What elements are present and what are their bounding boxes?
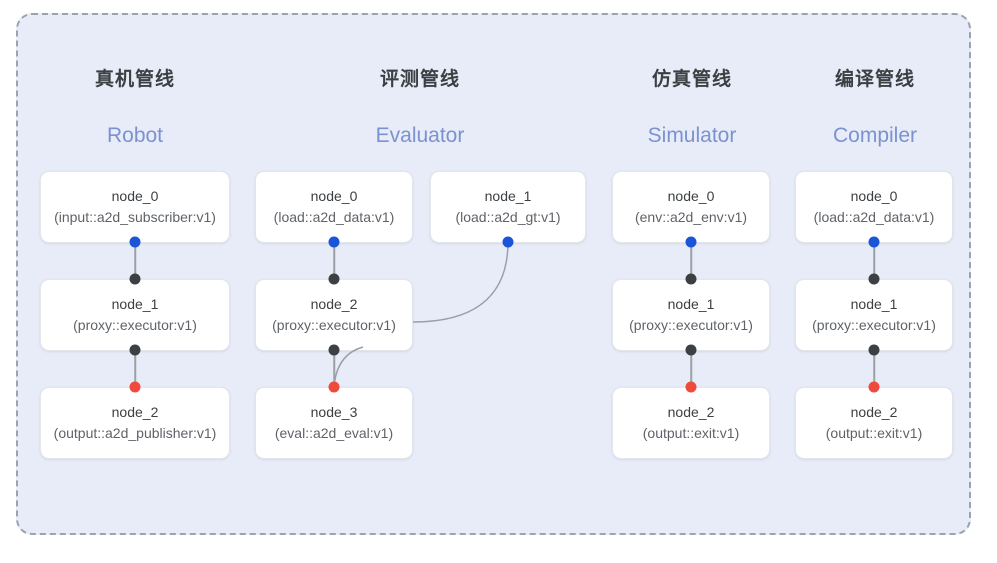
link-compiler-0-1: [873, 242, 875, 279]
column-title-evaluator: 评测管线: [379, 69, 460, 90]
column-subtitle-evaluator: Evaluator: [375, 124, 465, 147]
node-id: node_1: [667, 296, 715, 312]
node-id: node_2: [850, 404, 898, 420]
port-input-evaluator-3[interactable]: [328, 381, 340, 393]
port-output-robot-0[interactable]: [129, 236, 141, 248]
node-evaluator-1[interactable]: node_1 (load::a2d_gt:v1): [430, 171, 586, 243]
node-type: (proxy::executor:v1): [73, 317, 197, 333]
node-id: node_3: [310, 404, 358, 420]
node-type: (proxy::executor:v1): [629, 317, 753, 333]
node-type: (input::a2d_subscriber:v1): [54, 209, 216, 225]
port-output-robot-1[interactable]: [129, 344, 141, 356]
node-type: (proxy::executor:v1): [812, 317, 936, 333]
column-title-compiler: 编译管线: [834, 69, 915, 90]
node-simulator-2[interactable]: node_2 (output::exit:v1): [612, 387, 770, 459]
node-compiler-2[interactable]: node_2 (output::exit:v1): [795, 387, 953, 459]
column-title-simulator: 仿真管线: [651, 69, 732, 90]
node-id: node_2: [310, 296, 358, 312]
node-type: (output::a2d_publisher:v1): [53, 425, 217, 441]
port-input-robot-1[interactable]: [129, 273, 141, 285]
port-output-simulator-1[interactable]: [685, 344, 697, 356]
link-simulator-0-1: [690, 242, 692, 279]
node-id: node_1: [484, 188, 532, 204]
node-type: (load::a2d_data:v1): [273, 209, 395, 225]
node-type: (output::exit:v1): [642, 425, 740, 441]
node-robot-2[interactable]: node_2 (output::a2d_publisher:v1): [40, 387, 230, 459]
node-id: node_0: [310, 188, 358, 204]
node-simulator-0[interactable]: node_0 (env::a2d_env:v1): [612, 171, 770, 243]
port-input-simulator-1[interactable]: [685, 273, 697, 285]
port-input-evaluator-2[interactable]: [328, 273, 340, 285]
port-input-compiler-2[interactable]: [868, 381, 880, 393]
port-output-evaluator-0[interactable]: [328, 236, 340, 248]
node-type: (proxy::executor:v1): [272, 317, 396, 333]
port-output-compiler-1[interactable]: [868, 344, 880, 356]
node-type: (eval::a2d_eval:v1): [274, 425, 394, 441]
node-evaluator-0[interactable]: node_0 (load::a2d_data:v1): [255, 171, 413, 243]
node-robot-0[interactable]: node_0 (input::a2d_subscriber:v1): [40, 171, 230, 243]
link-robot-0-1: [134, 242, 136, 279]
port-output-compiler-0[interactable]: [868, 236, 880, 248]
node-type: (load::a2d_gt:v1): [455, 209, 561, 225]
column-subtitle-compiler: Compiler: [832, 124, 918, 147]
link-evaluator-0-2: [333, 242, 335, 279]
link-compiler-1-2: [873, 350, 875, 387]
column-subtitle-simulator: Simulator: [647, 124, 737, 147]
port-output-evaluator-2[interactable]: [328, 344, 340, 356]
node-type: (load::a2d_data:v1): [813, 209, 935, 225]
link-simulator-1-2: [690, 350, 692, 387]
port-output-evaluator-1[interactable]: [502, 236, 514, 248]
node-simulator-1[interactable]: node_1 (proxy::executor:v1): [612, 279, 770, 351]
port-input-compiler-1[interactable]: [868, 273, 880, 285]
port-input-simulator-2[interactable]: [685, 381, 697, 393]
node-type: (env::a2d_env:v1): [634, 209, 748, 225]
node-compiler-0[interactable]: node_0 (load::a2d_data:v1): [795, 171, 953, 243]
node-evaluator-3[interactable]: node_3 (eval::a2d_eval:v1): [255, 387, 413, 459]
node-id: node_0: [850, 188, 898, 204]
link-robot-1-2: [134, 350, 136, 387]
node-id: node_2: [111, 404, 159, 420]
column-title-robot: 真机管线: [94, 69, 175, 90]
column-subtitle-robot: Robot: [106, 124, 164, 147]
port-output-simulator-0[interactable]: [685, 236, 697, 248]
node-type: (output::exit:v1): [825, 425, 923, 441]
node-id: node_0: [111, 188, 159, 204]
node-evaluator-2[interactable]: node_2 (proxy::executor:v1): [255, 279, 413, 351]
node-id: node_1: [111, 296, 159, 312]
node-compiler-1[interactable]: node_1 (proxy::executor:v1): [795, 279, 953, 351]
node-id: node_1: [850, 296, 898, 312]
node-robot-1[interactable]: node_1 (proxy::executor:v1): [40, 279, 230, 351]
node-id: node_2: [667, 404, 715, 420]
port-input-robot-2[interactable]: [129, 381, 141, 393]
node-id: node_0: [667, 188, 715, 204]
